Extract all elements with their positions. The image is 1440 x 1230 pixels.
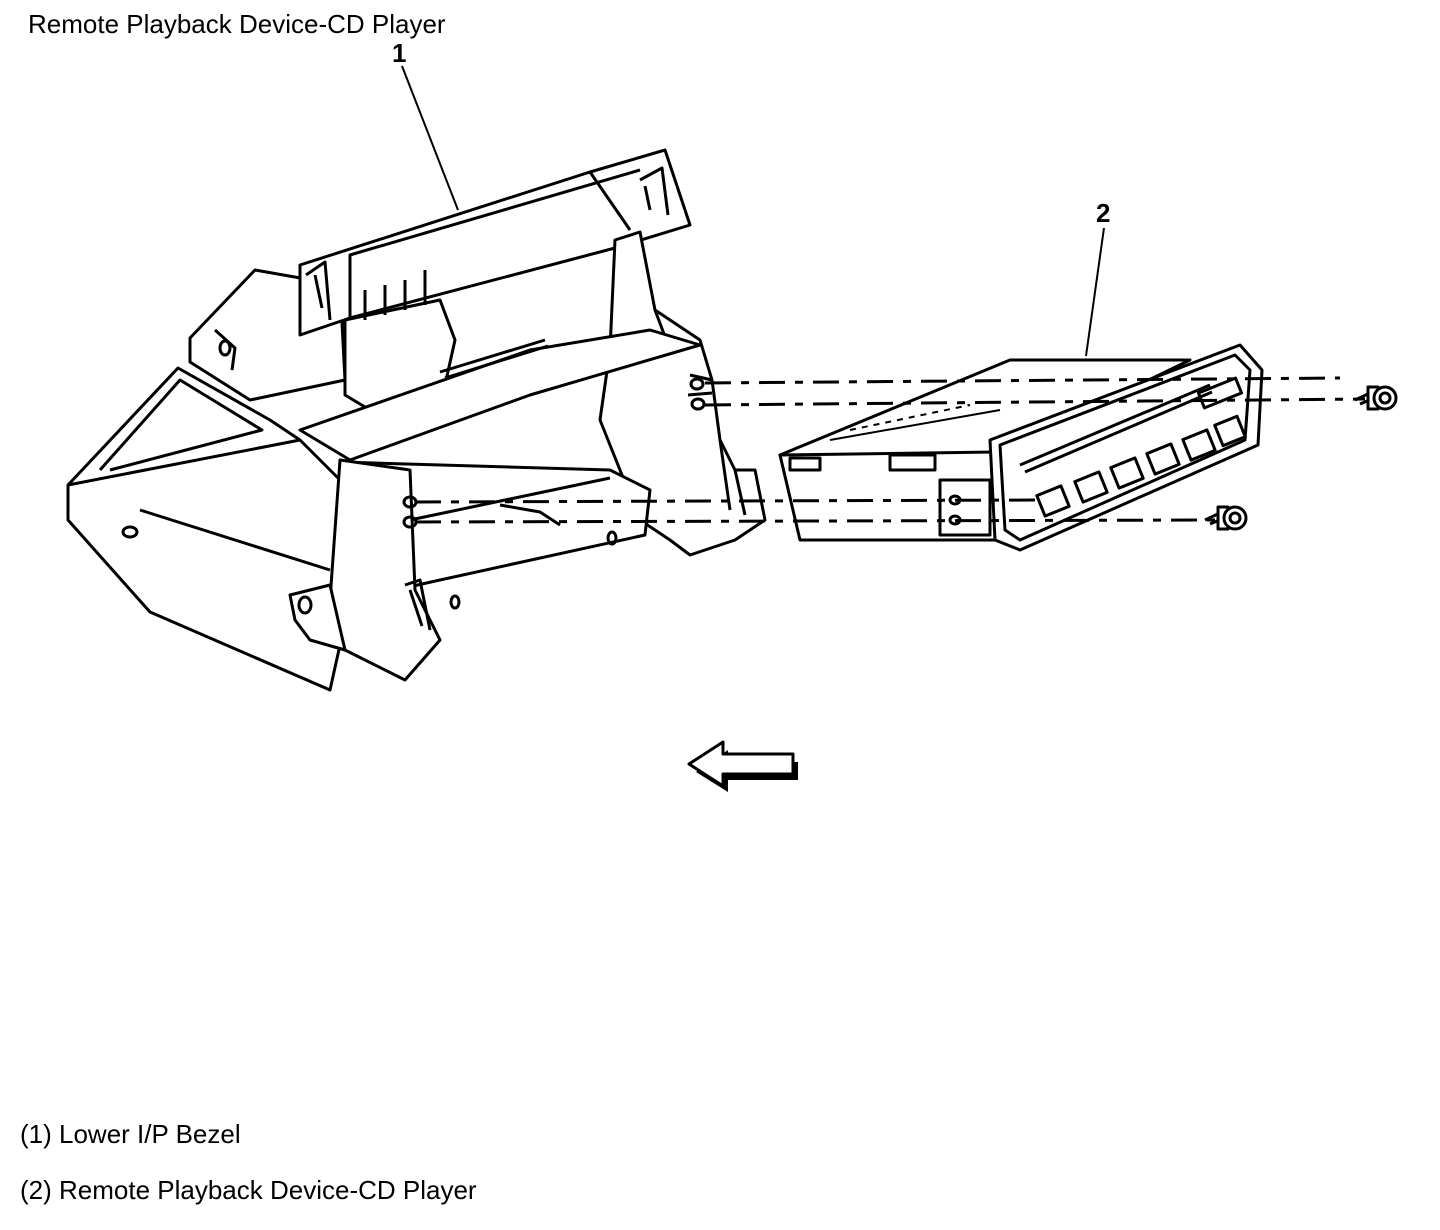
screw-icon — [1204, 505, 1248, 531]
lower-ip-bezel-drawing — [66, 148, 767, 692]
legend-item: (2) Remote Playback Device-CD Player — [20, 1175, 477, 1205]
cd-player-drawing — [778, 343, 1264, 552]
callout-2-number: 2 — [1096, 198, 1110, 228]
legend-item: (1) Lower I/P Bezel — [20, 1119, 241, 1149]
screw-icon — [1354, 385, 1398, 411]
callout-1-number: 1 — [392, 38, 406, 68]
diagram-title: Remote Playback Device-CD Player — [28, 9, 446, 39]
callout-2: 2 — [1085, 198, 1110, 357]
alignment-lines — [414, 376, 1366, 524]
direction-arrow-left-icon — [687, 740, 798, 792]
callout-1: 1 — [392, 38, 459, 211]
legend: (1) Lower I/P Bezel (2) Remote Playback … — [20, 1118, 477, 1230]
